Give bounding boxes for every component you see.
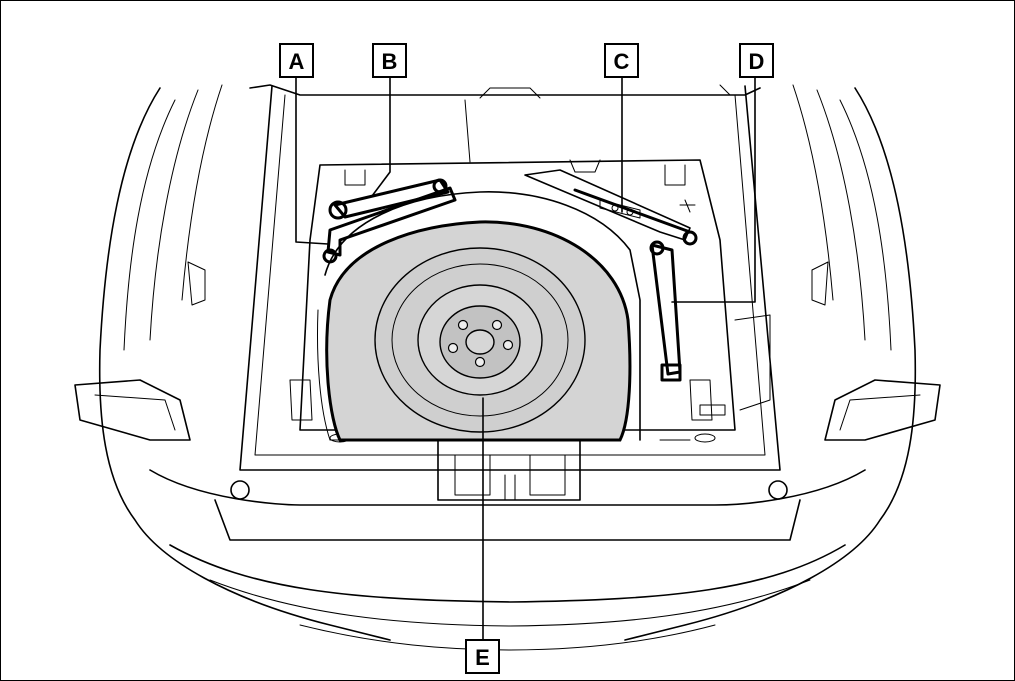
tool-d-towing-eye bbox=[649, 240, 682, 382]
car-body bbox=[74, 84, 941, 651]
storage-tray bbox=[289, 99, 771, 443]
callout-c: C bbox=[604, 43, 639, 78]
tool-c-jack bbox=[524, 169, 698, 246]
tool-a-wheel-nut-wrench bbox=[322, 186, 457, 264]
callout-c-label: C bbox=[614, 49, 630, 74]
tool-b-jack-handle bbox=[328, 178, 450, 220]
callout-b: B bbox=[372, 43, 407, 78]
callout-e-label: E bbox=[475, 645, 490, 670]
callout-a: A bbox=[279, 43, 314, 78]
callout-a-label: A bbox=[289, 49, 305, 74]
callout-d-label: D bbox=[749, 49, 765, 74]
leader-lines bbox=[295, 77, 756, 641]
callout-d: D bbox=[739, 43, 774, 78]
spare-tire bbox=[317, 191, 641, 442]
callout-b-label: B bbox=[382, 49, 398, 74]
callout-e: E bbox=[465, 639, 500, 674]
